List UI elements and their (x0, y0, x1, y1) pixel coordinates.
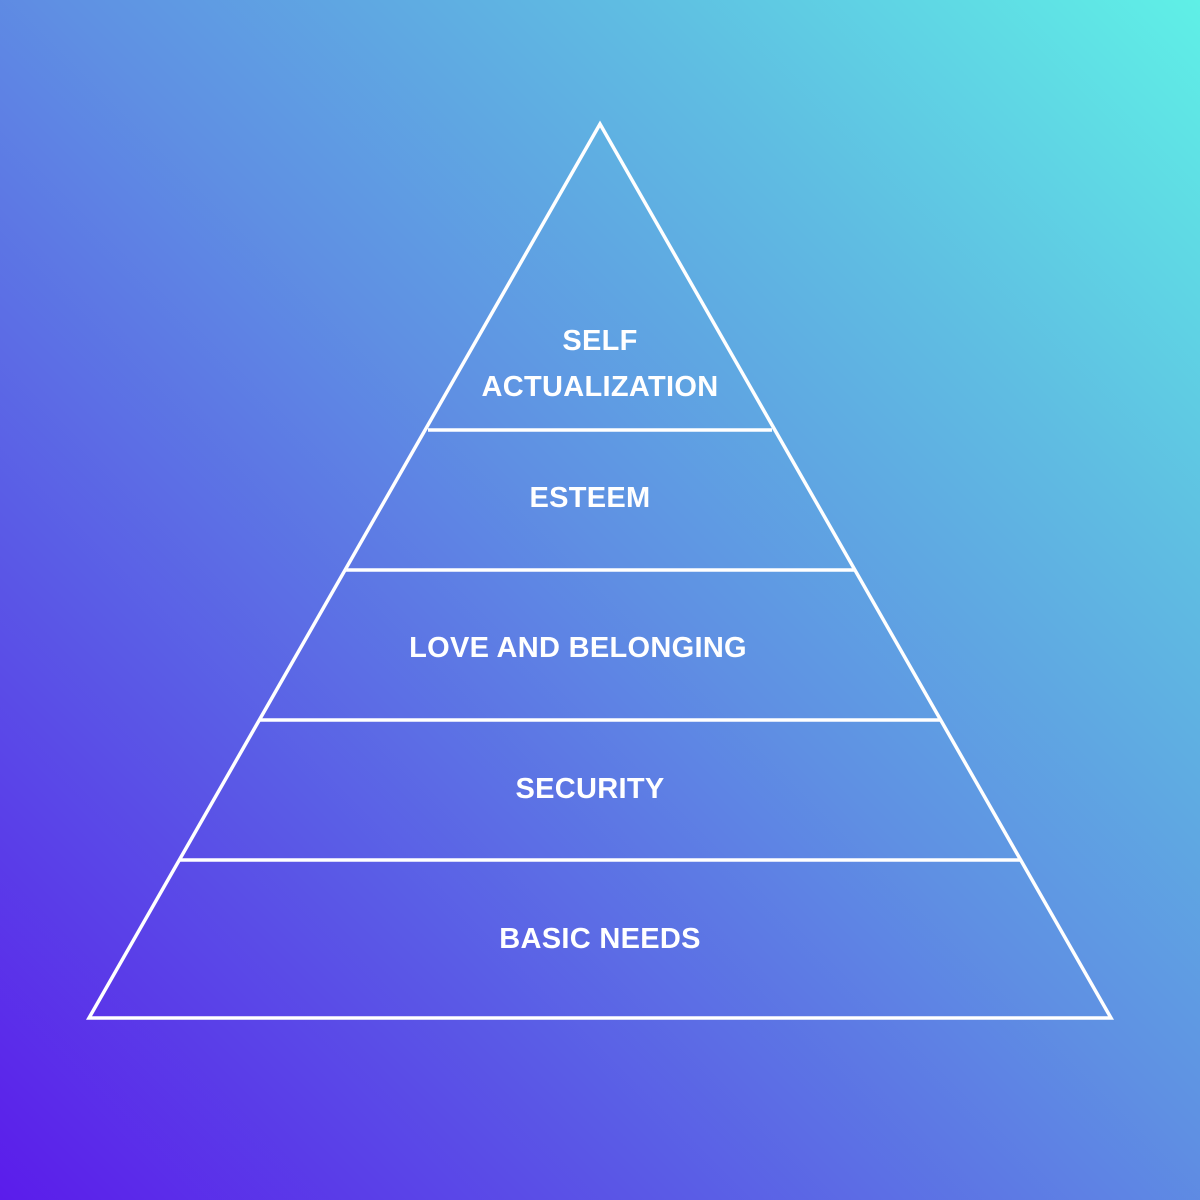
level-self-actualization: SELF ACTUALIZATION (300, 318, 900, 410)
level-label-line: SELF (562, 325, 638, 357)
level-label-line: BASIC NEEDS (499, 923, 701, 955)
level-label-line: LOVE AND BELONGING (409, 632, 747, 664)
level-label-line: ACTUALIZATION (481, 371, 719, 403)
level-security: SECURITY (290, 766, 890, 812)
level-label-line: SECURITY (515, 773, 665, 805)
level-label-line: ESTEEM (529, 482, 651, 514)
level-love-and-belonging: LOVE AND BELONGING (278, 625, 878, 671)
level-basic-needs: BASIC NEEDS (300, 916, 900, 962)
pyramid-outline (85, 120, 1115, 1020)
level-esteem: ESTEEM (290, 475, 890, 521)
